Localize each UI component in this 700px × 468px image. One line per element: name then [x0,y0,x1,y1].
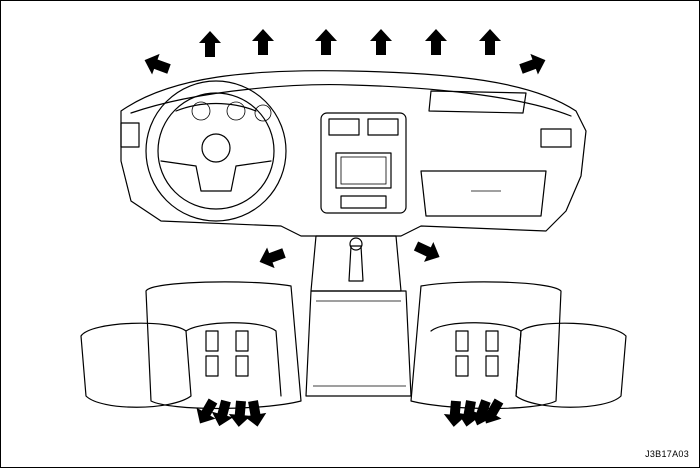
dashboard [120,70,587,397]
right-seat [410,281,627,410]
airflow-arrows-floor [190,395,509,430]
airflow-arrows-top [140,29,550,80]
left-seat [80,281,302,410]
figure-code: J3B17A03 [645,449,689,459]
